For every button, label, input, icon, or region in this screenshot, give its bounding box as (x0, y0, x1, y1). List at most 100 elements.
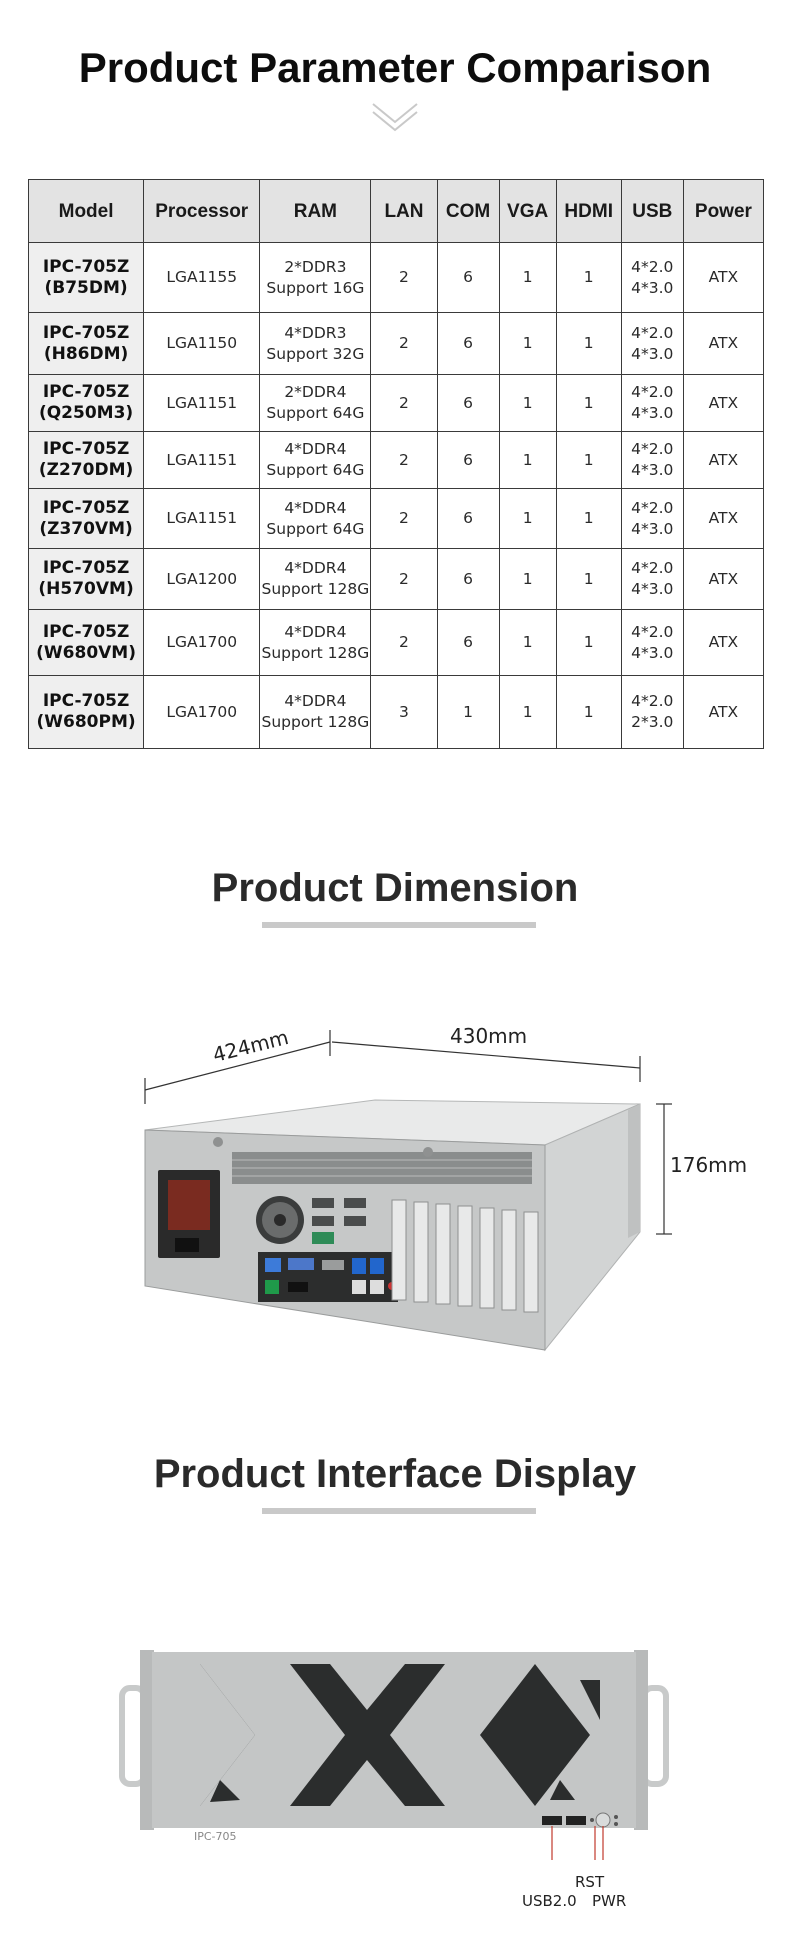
hdmi-cell: 1 (555, 675, 622, 749)
vga-cell: 1 (498, 609, 557, 676)
hdmi-cell: 1 (555, 548, 622, 610)
hdmi-cell: 1 (555, 488, 622, 549)
width-label: 430mm (450, 1024, 528, 1048)
height-label: 176mm (670, 1153, 748, 1177)
column-header-model: Model (27, 179, 145, 243)
chassis-front-photo (119, 1650, 669, 1860)
power-cell: ATX (682, 609, 765, 676)
rst-label: RST (575, 1873, 605, 1891)
column-header-ram: RAM (259, 179, 372, 243)
pwr-label: PWR (592, 1892, 627, 1910)
processor-cell: LGA1151 (143, 431, 261, 489)
vga-cell: 1 (498, 431, 557, 489)
model-cell: IPC-705Z(W680PM) (27, 675, 145, 749)
vga-cell: 1 (498, 548, 557, 610)
column-header-com: COM (436, 179, 500, 243)
lan-cell: 3 (370, 675, 438, 749)
interface-title: Product Interface Display (153, 1452, 637, 1496)
lan-cell: 2 (370, 374, 438, 432)
com-cell: 6 (436, 242, 500, 313)
vga-cell: 1 (498, 312, 557, 375)
model-cell: IPC-705Z(H570VM) (27, 548, 145, 610)
vga-cell: 1 (498, 242, 557, 313)
vga-cell: 1 (498, 675, 557, 749)
chevron-down-icon (372, 103, 418, 132)
vga-cell: 1 (498, 374, 557, 432)
lan-cell: 2 (370, 431, 438, 489)
processor-cell: LGA1700 (143, 609, 261, 676)
power-cell: ATX (682, 675, 765, 749)
lan-cell: 2 (370, 488, 438, 549)
lan-cell: 2 (370, 312, 438, 375)
model-cell: IPC-705Z(W680VM) (27, 609, 145, 676)
com-cell: 6 (436, 431, 500, 489)
power-cell: ATX (682, 548, 765, 610)
processor-cell: LGA1155 (143, 242, 261, 313)
model-cell: IPC-705Z(Q250M3) (27, 374, 145, 432)
lan-cell: 2 (370, 548, 438, 610)
column-header-lan: LAN (370, 179, 438, 243)
com-cell: 1 (436, 675, 500, 749)
column-header-processor: Processor (143, 179, 261, 243)
table-header-row: Model Processor RAM LAN COM VGA HDMI USB… (27, 179, 765, 243)
column-header-power: Power (682, 179, 765, 243)
com-cell: 6 (436, 548, 500, 610)
parameters-title: Product Parameter Comparison (78, 44, 712, 91)
com-cell: 6 (436, 374, 500, 432)
power-cell: ATX (682, 242, 765, 313)
com-cell: 6 (436, 609, 500, 676)
power-cell: ATX (682, 374, 765, 432)
com-cell: 6 (436, 312, 500, 375)
model-cell: IPC-705Z(Z270DM) (27, 431, 145, 489)
processor-cell: LGA1200 (143, 548, 261, 610)
hdmi-cell: 1 (555, 242, 622, 313)
power-cell: ATX (682, 488, 765, 549)
column-header-usb: USB (620, 179, 684, 243)
model-cell: IPC-705Z(H86DM) (27, 312, 145, 375)
lan-cell: 2 (370, 609, 438, 676)
hdmi-cell: 1 (555, 609, 622, 676)
vga-cell: 1 (498, 488, 557, 549)
dimension-title: Product Dimension (211, 866, 579, 910)
usb-label: USB2.0 (522, 1892, 577, 1910)
processor-cell: LGA1151 (143, 488, 261, 549)
hdmi-cell: 1 (555, 374, 622, 432)
processor-cell: LGA1700 (143, 675, 261, 749)
chassis-model-label: IPC-705 (194, 1830, 237, 1843)
processor-cell: LGA1151 (143, 374, 261, 432)
hdmi-cell: 1 (555, 431, 622, 489)
hdmi-cell: 1 (555, 312, 622, 375)
model-cell: IPC-705Z(Z370VM) (27, 488, 145, 549)
lan-cell: 2 (370, 242, 438, 313)
power-cell: ATX (682, 312, 765, 375)
model-cell: IPC-705Z(B75DM) (27, 242, 145, 313)
title-underline (262, 1508, 536, 1514)
chassis-rear-photo (144, 1030, 672, 1352)
com-cell: 6 (436, 488, 500, 549)
processor-cell: LGA1150 (143, 312, 261, 375)
column-header-vga: VGA (498, 179, 557, 243)
parameter-table: Model Processor RAM LAN COM VGA HDMI USB… (27, 179, 765, 749)
